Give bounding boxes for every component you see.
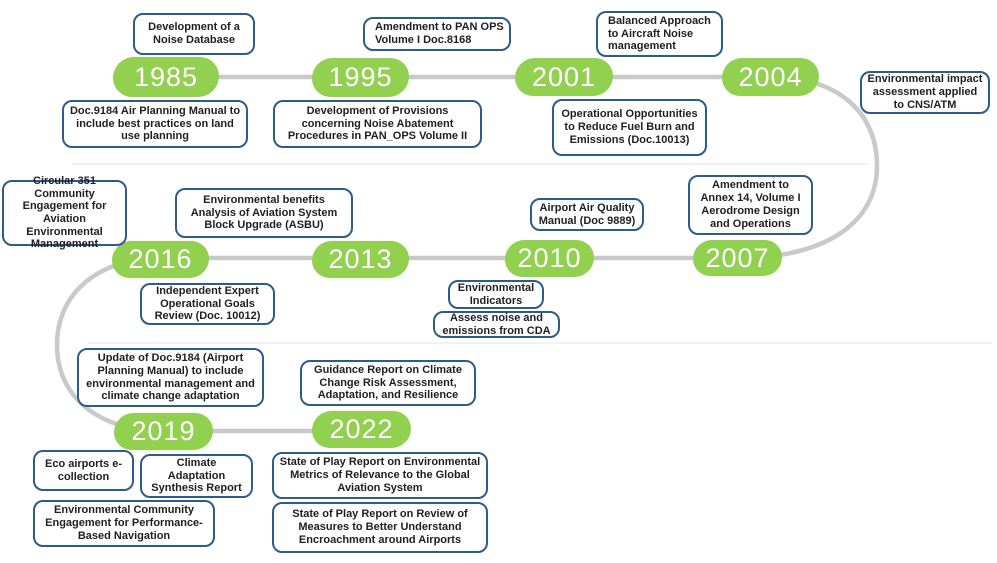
year-2022: 2022 <box>312 411 411 448</box>
year-2013-label: 2013 <box>328 244 393 274</box>
year-2022-label: 2022 <box>329 414 394 444</box>
box-balanced-approach: Balanced Approach to Aircraft Noise mana… <box>596 11 723 57</box>
year-2001: 2001 <box>515 58 613 96</box>
year-2004: 2004 <box>722 58 819 96</box>
box-airport-air-quality: Airport Air Quality Manual (Doc 9889) <box>530 198 644 231</box>
year-2013: 2013 <box>312 241 409 278</box>
box-circular-351: Circular 351 Community Engagement for Av… <box>2 175 127 250</box>
box-eco-airports: Eco airports e-collection <box>33 450 134 491</box>
box-state-of-play-encroachment: State of Play Report on Review of Measur… <box>272 502 488 553</box>
year-2010: 2010 <box>505 240 594 277</box>
year-2010-label: 2010 <box>517 243 582 273</box>
year-2007-label: 2007 <box>705 242 770 273</box>
box-assess-noise-cda: Assess noise and emissions from CDA <box>433 311 560 338</box>
box-climate-risk-guidance: Guidance Report on Climate Change Risk A… <box>300 360 476 406</box>
box-operational-opportunities: Operational Opportunities to Reduce Fuel… <box>552 99 707 156</box>
year-2016: 2016 <box>112 241 209 278</box>
box-independent-expert-review: Independent Expert Operational Goals Rev… <box>140 283 275 325</box>
year-1985-label: 1985 <box>133 61 199 92</box>
box-asbu-benefits: Environmental benefits Analysis of Aviat… <box>175 188 353 238</box>
box-pan-ops-amendment: Amendment to PAN OPS Volume I Doc.8168 <box>363 17 511 51</box>
box-doc9184-manual: Doc.9184 Air Planning Manual to include … <box>62 100 248 148</box>
box-noise-abatement-provisions: Development of Provisions concerning Noi… <box>273 100 482 148</box>
year-1995: 1995 <box>312 58 409 97</box>
box-climate-adaptation-report: Climate Adaptation Synthesis Report <box>140 454 253 498</box>
box-doc9184-update: Update of Doc.9184 (Airport Planning Man… <box>77 348 264 407</box>
year-2019-label: 2019 <box>131 416 196 446</box>
year-2001-label: 2001 <box>531 61 597 92</box>
year-1985: 1985 <box>113 57 219 97</box>
box-env-impact-cns-atm: Environmental impact assessment applied … <box>860 71 990 114</box>
year-2016-label: 2016 <box>128 244 193 274</box>
box-env-community-engagement: Environmental Community Engagement for P… <box>33 500 215 547</box>
year-2019: 2019 <box>114 413 213 450</box>
box-environmental-indicators: Environmental Indicators <box>448 280 544 309</box>
box-annex14-amendment: Amendment to Annex 14, Volume I Aerodrom… <box>688 175 813 235</box>
year-2004-label: 2004 <box>738 61 803 92</box>
box-noise-database: Development of a Noise Database <box>133 13 255 55</box>
box-state-of-play-metrics: State of Play Report on Environmental Me… <box>272 452 488 499</box>
year-2007: 2007 <box>693 240 782 276</box>
year-1995-label: 1995 <box>328 62 393 92</box>
